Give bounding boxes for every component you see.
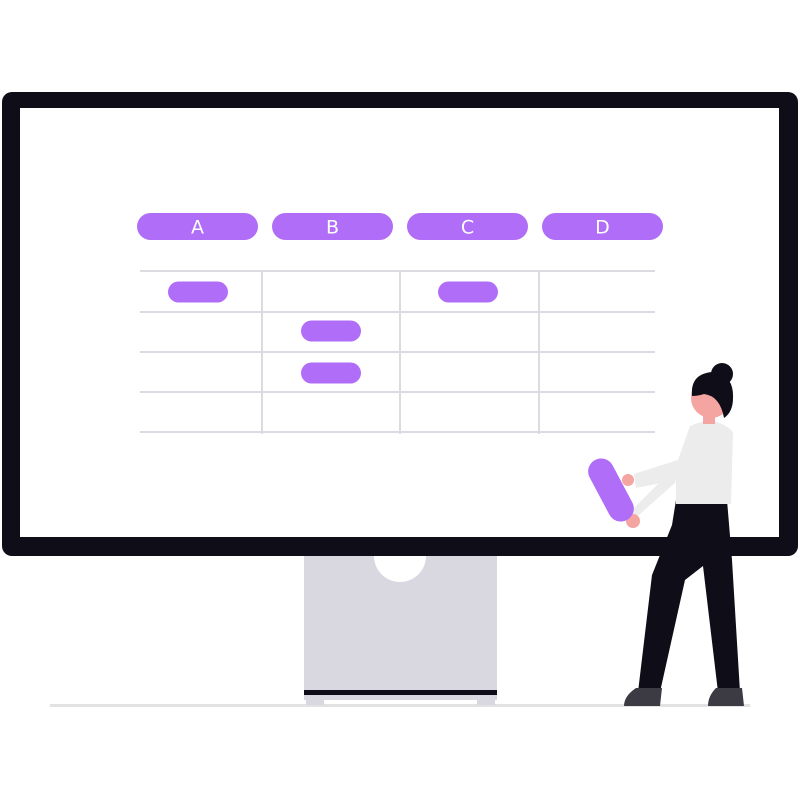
hair-bun — [711, 363, 733, 385]
spreadsheet-grid — [140, 270, 655, 434]
column-header-b: B — [272, 213, 393, 240]
grid-row-line — [140, 351, 655, 353]
column-header-a: A — [137, 213, 258, 240]
right-hand — [622, 474, 634, 486]
column-headers: A B C D — [137, 213, 663, 240]
column-header-pill — [407, 213, 528, 240]
grid-row-line — [140, 270, 655, 272]
column-header-pill — [542, 213, 663, 240]
column-header-pill — [137, 213, 258, 240]
grid-row-line — [140, 311, 655, 313]
filled-cell — [168, 281, 228, 303]
held-cell-block — [588, 458, 634, 522]
floor-line — [50, 704, 750, 707]
filled-cell — [301, 362, 361, 384]
sleeve — [626, 472, 676, 522]
person-figure — [588, 363, 744, 706]
filled-cells — [168, 281, 498, 384]
left-shoe-icon — [624, 688, 662, 706]
column-header-d: D — [542, 213, 663, 240]
column-header-pill — [272, 213, 393, 240]
stand-notch — [374, 556, 426, 582]
pants — [638, 500, 740, 692]
column-header-label: D — [595, 217, 610, 239]
filled-cell — [301, 320, 361, 342]
column-header-label: C — [461, 217, 474, 239]
right-shoe-icon — [708, 688, 744, 706]
grid-row-line — [140, 431, 655, 433]
column-header-c: C — [407, 213, 528, 240]
stand-base-strip — [304, 690, 497, 695]
column-header-label: B — [326, 217, 339, 239]
grid-column-line — [399, 271, 401, 434]
grid-column-line — [261, 271, 263, 434]
column-header-label: A — [191, 217, 204, 239]
filled-cell — [438, 281, 498, 303]
grid-row-line — [140, 391, 655, 393]
grid-column-line — [538, 271, 540, 434]
